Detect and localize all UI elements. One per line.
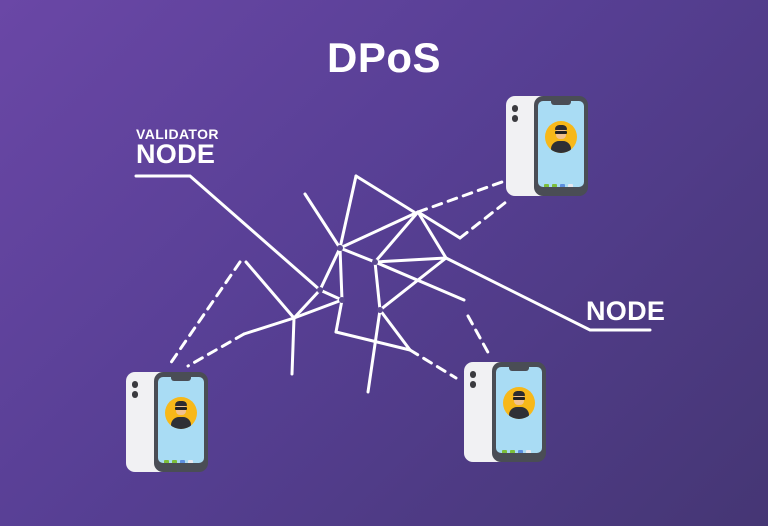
validator-node-label-small: VALIDATOR (136, 126, 219, 142)
node-label: NODE (586, 296, 666, 326)
network-edge (373, 260, 382, 312)
network-edge (373, 210, 420, 264)
network-edge (416, 210, 462, 240)
phone-connection (458, 200, 508, 240)
network-edge (373, 256, 448, 264)
network-edge (338, 174, 358, 250)
phone-connection (416, 180, 504, 214)
network-junction (339, 297, 345, 303)
phone-connection (408, 348, 458, 380)
diagram-title: DPoS (326, 34, 441, 81)
network-edge (318, 288, 344, 302)
network-edge (416, 210, 448, 260)
smartphone-icon (506, 96, 596, 196)
network-junction (377, 307, 383, 313)
network-junction (317, 287, 323, 293)
phone-connection (186, 332, 246, 368)
node-leader-line (444, 256, 652, 332)
user-avatar-icon (545, 121, 577, 153)
network-edge (338, 246, 377, 264)
network-edge (292, 298, 344, 320)
network-edge (378, 308, 412, 352)
phone-connection (168, 260, 242, 366)
network-edge (290, 316, 296, 376)
network-edge (318, 246, 342, 292)
smartphone-icon (464, 362, 554, 462)
network-edge (338, 210, 420, 250)
network-junction (372, 259, 378, 265)
network-edge (244, 260, 296, 320)
user-avatar-icon (503, 387, 535, 419)
network-edge (378, 256, 448, 312)
network-edge (338, 246, 344, 302)
phone-connection (466, 314, 492, 358)
network-edge (354, 174, 416, 214)
network-edge (334, 298, 344, 334)
validator-leader-line (134, 174, 322, 292)
network-junction (337, 245, 343, 251)
user-avatar-icon (165, 397, 197, 429)
network-edge (373, 260, 466, 302)
network-edge (334, 330, 412, 352)
network-edge (242, 316, 296, 336)
smartphone-icon (126, 372, 216, 472)
network-edge (292, 288, 322, 320)
network-edge (366, 308, 382, 394)
network-edge (303, 192, 342, 250)
validator-node-label: NODE (136, 139, 216, 169)
